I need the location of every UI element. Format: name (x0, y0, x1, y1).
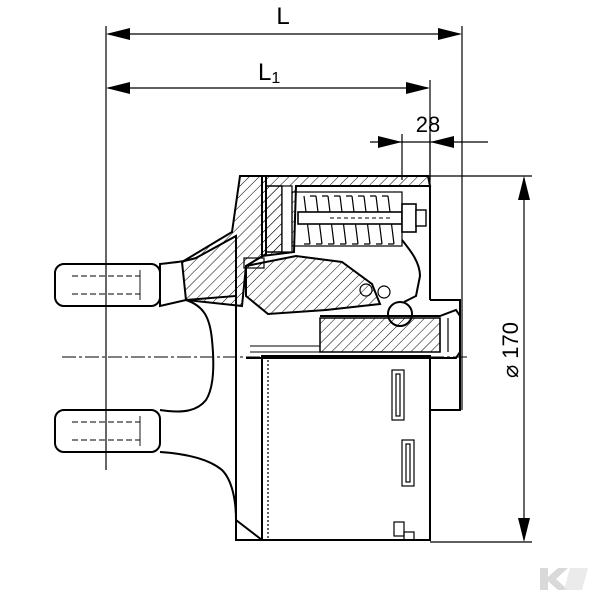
yoke-ear-upper (54, 263, 161, 307)
small-notch (393, 521, 405, 537)
yoke (54, 234, 263, 541)
friction-ring (265, 185, 283, 253)
splined-bore-hatched (319, 317, 441, 353)
slot (391, 369, 405, 421)
arrowhead (106, 28, 130, 40)
arrowhead (518, 176, 530, 200)
arrowhead (430, 136, 454, 148)
yoke-ear-lower (54, 409, 161, 453)
housing-flange-section (180, 175, 432, 316)
dimension-label-l: L (276, 3, 289, 30)
hub-bore (246, 308, 461, 359)
roller (359, 283, 373, 297)
housing-lower-body (261, 355, 431, 541)
seal (243, 257, 265, 269)
dimension-label-diameter: ⌀170 (498, 322, 523, 378)
spring-pack (291, 186, 431, 327)
arrowhead (106, 82, 130, 94)
release-lever (401, 239, 422, 303)
roller (377, 285, 391, 299)
dimension-overall-length: L (105, 3, 463, 470)
yoke-arm-lower (159, 451, 263, 541)
housing-left-edge (235, 296, 262, 541)
dimension-diameter: ⌀170 (420, 175, 532, 543)
bolt-head (401, 203, 417, 233)
hub-hatched (245, 254, 382, 316)
dimension-label-l1: L1 (258, 59, 280, 87)
dimension-offset: 28 (370, 112, 488, 180)
arrowhead (438, 28, 462, 40)
arrowhead (518, 518, 530, 542)
housing-right-step (430, 299, 461, 411)
arrowhead (406, 82, 430, 94)
dimension-partial-length: L1 (106, 59, 431, 300)
pressure-plate (281, 185, 293, 253)
yoke-arm-body (159, 299, 215, 413)
outer-housing (235, 296, 461, 541)
slot (401, 439, 415, 487)
arrowhead (378, 136, 402, 148)
dimension-label-offset: 28 (416, 112, 440, 137)
watermark-logo (540, 568, 588, 590)
nut (415, 209, 427, 227)
